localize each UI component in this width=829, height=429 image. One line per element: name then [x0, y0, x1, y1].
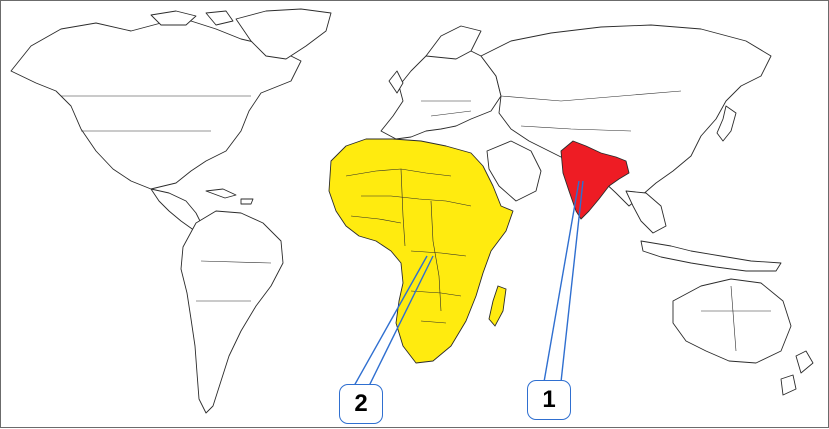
caribbean-islands [205, 188, 254, 205]
callout-2-leader-lines [353, 255, 434, 387]
scandinavia-landmass [388, 25, 482, 94]
greenland-landmass [235, 8, 332, 60]
asia-landmass [480, 24, 772, 207]
africa-highlight [328, 138, 514, 364]
country-borders [61, 90, 771, 352]
india-highlight [560, 140, 630, 220]
north-america-landmass [10, 20, 302, 190]
arctic-islands [150, 10, 234, 26]
arabian-peninsula [486, 140, 542, 202]
africa-country-borders [345, 168, 472, 324]
madagascar-highlight [488, 285, 507, 327]
callout-1-leader-lines [543, 180, 584, 383]
europe-landmass [380, 45, 502, 140]
australia-landmass [672, 278, 792, 364]
callout-label-1: 1 [527, 380, 571, 420]
callout-label-2: 2 [339, 384, 383, 424]
japan-islands [716, 105, 737, 142]
new-zealand-islands [780, 350, 814, 396]
indonesia-islands [640, 240, 782, 272]
southeast-asia-landmass [625, 190, 667, 234]
south-america-landmass [180, 210, 284, 414]
